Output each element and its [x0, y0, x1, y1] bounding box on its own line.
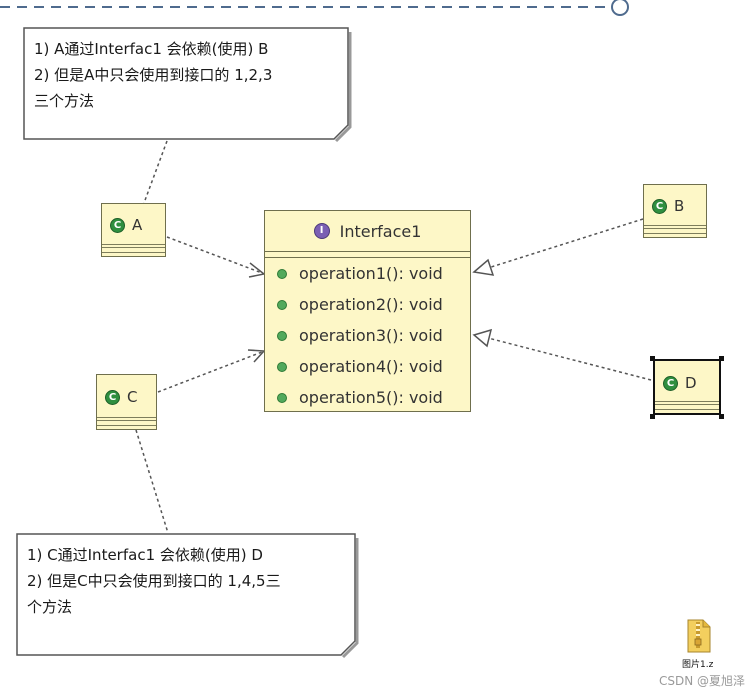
interface-method: operation5(): void [265, 382, 470, 413]
interface-method: operation4(): void [265, 351, 470, 382]
selection-handle[interactable] [719, 414, 724, 419]
note-a-anchor [143, 140, 168, 204]
note-c-anchor [135, 429, 169, 534]
method-signature: operation2(): void [299, 295, 443, 314]
class-d-compartments [655, 401, 719, 410]
method-signature: operation3(): void [299, 326, 443, 345]
dependency-c [157, 351, 263, 393]
method-signature: operation1(): void [299, 264, 443, 283]
method-signature: operation4(): void [299, 357, 443, 376]
dependency-a [166, 236, 263, 274]
top-line-end-circle [611, 0, 629, 16]
public-method-icon [277, 299, 287, 310]
interface-box[interactable]: Interface1 operation1(): void operation2… [264, 210, 471, 412]
note-a-line-1: 1) A通过Interfac1 会依赖(使用) B [34, 40, 269, 58]
class-a-label: A [132, 216, 143, 234]
realization-d-arrowhead [472, 328, 493, 348]
note-c-line-1: 1) C通过Interfac1 会依赖(使用) D [27, 546, 263, 564]
note-c-outline [16, 533, 356, 656]
method-signature: operation5(): void [299, 388, 443, 407]
watermark: CSDN @夏旭泽 [658, 674, 745, 688]
class-b-label: B [674, 197, 685, 215]
realization-b-arrowhead [472, 258, 495, 276]
interface-icon [313, 223, 330, 239]
note-c-line-3: 个方法 [27, 598, 73, 616]
public-method-icon [277, 268, 287, 279]
class-c-header: C [97, 375, 156, 419]
interface-header: Interface1 [265, 211, 470, 252]
public-method-icon [277, 392, 287, 403]
note-a-line-2: 2) 但是A中只会使用到接口的 1,2,3 [34, 66, 273, 84]
class-a-header: A [102, 204, 165, 246]
note-c: 1) C通过Interfac1 会依赖(使用) D 2) 但是C中只会使用到接口… [19, 536, 353, 651]
zip-file-icon[interactable] [683, 618, 715, 654]
note-a-line-3: 三个方法 [34, 92, 95, 110]
file-label: 图片1.z [682, 660, 714, 670]
note-c-shadow [341, 538, 359, 659]
dependency-c-arrowhead [247, 349, 266, 363]
public-method-icon [277, 330, 287, 341]
selection-handle[interactable] [650, 414, 655, 419]
selection-handle[interactable] [650, 356, 655, 361]
interface-name: Interface1 [339, 221, 422, 241]
class-b-compartments [644, 225, 706, 234]
dependency-a-arrowhead [248, 262, 266, 278]
class-a-compartments [102, 244, 165, 253]
class-a[interactable]: A [101, 203, 166, 257]
class-c-compartments [97, 417, 156, 426]
realization-d [487, 337, 652, 381]
interface-attributes-compartment [265, 252, 470, 258]
class-d-header: D [655, 361, 719, 405]
class-c[interactable]: C [96, 374, 157, 430]
selection-handle[interactable] [719, 356, 724, 361]
interface-method: operation3(): void [265, 320, 470, 351]
class-b[interactable]: B [643, 184, 707, 238]
class-d[interactable]: D [653, 359, 721, 415]
note-a-shadow [334, 32, 352, 143]
class-icon [652, 198, 667, 214]
note-a: 1) A通过Interfac1 会依赖(使用) B 2) 但是A中只会使用到接口… [26, 30, 346, 138]
interface-method: operation1(): void [265, 258, 470, 289]
realization-b [487, 218, 644, 269]
class-d-label: D [685, 374, 697, 392]
class-icon [663, 375, 678, 391]
class-icon [105, 389, 120, 405]
class-c-label: C [127, 388, 138, 406]
class-icon [110, 217, 125, 233]
note-c-line-2: 2) 但是C中只会使用到接口的 1,4,5三 [27, 572, 281, 590]
class-b-header: B [644, 185, 706, 227]
interface-method: operation2(): void [265, 289, 470, 320]
public-method-icon [277, 361, 287, 372]
note-a-outline [23, 27, 349, 140]
